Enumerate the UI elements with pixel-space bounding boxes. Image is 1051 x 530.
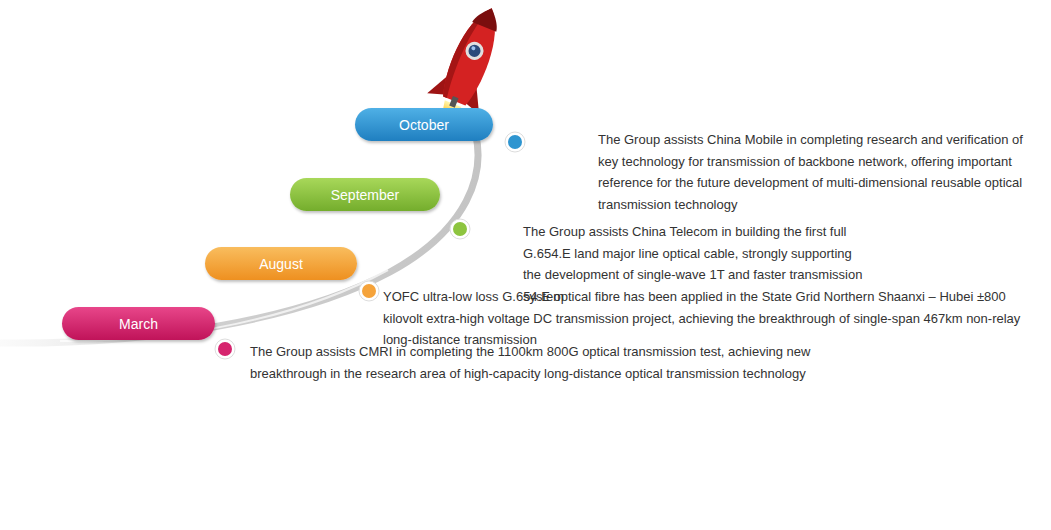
milestone-description: The Group assists China Mobile in comple… xyxy=(598,129,1046,215)
month-label: March xyxy=(119,316,158,332)
month-pill: March xyxy=(62,307,215,340)
timeline-dot xyxy=(453,222,467,236)
rocket-body xyxy=(438,2,508,108)
timeline-swoosh xyxy=(0,112,478,343)
rocket-nose xyxy=(472,3,504,31)
milestone-description: The Group assists CMRI in completing the… xyxy=(250,341,890,384)
rocket-window xyxy=(467,43,483,59)
month-pill: October xyxy=(355,108,493,141)
rocket-nozzle xyxy=(449,96,458,108)
timeline-dot xyxy=(362,284,376,298)
month-pill: September xyxy=(290,178,440,211)
rocket-window-glint xyxy=(471,46,476,51)
month-label: September xyxy=(331,187,399,203)
timeline-dot xyxy=(218,342,232,356)
month-label: October xyxy=(399,117,449,133)
timeline-dot xyxy=(215,339,235,359)
timeline-dot xyxy=(508,135,522,149)
timeline-dot xyxy=(505,132,525,152)
rocket-window-rim xyxy=(463,39,486,62)
timeline-dot xyxy=(450,219,470,239)
timeline-dot xyxy=(359,281,379,301)
swoosh-highlight xyxy=(60,270,388,341)
milestone-description: YOFC ultra-low loss G.654.E optical fibr… xyxy=(383,286,1047,351)
month-pill: August xyxy=(205,247,357,280)
month-label: August xyxy=(259,256,303,272)
